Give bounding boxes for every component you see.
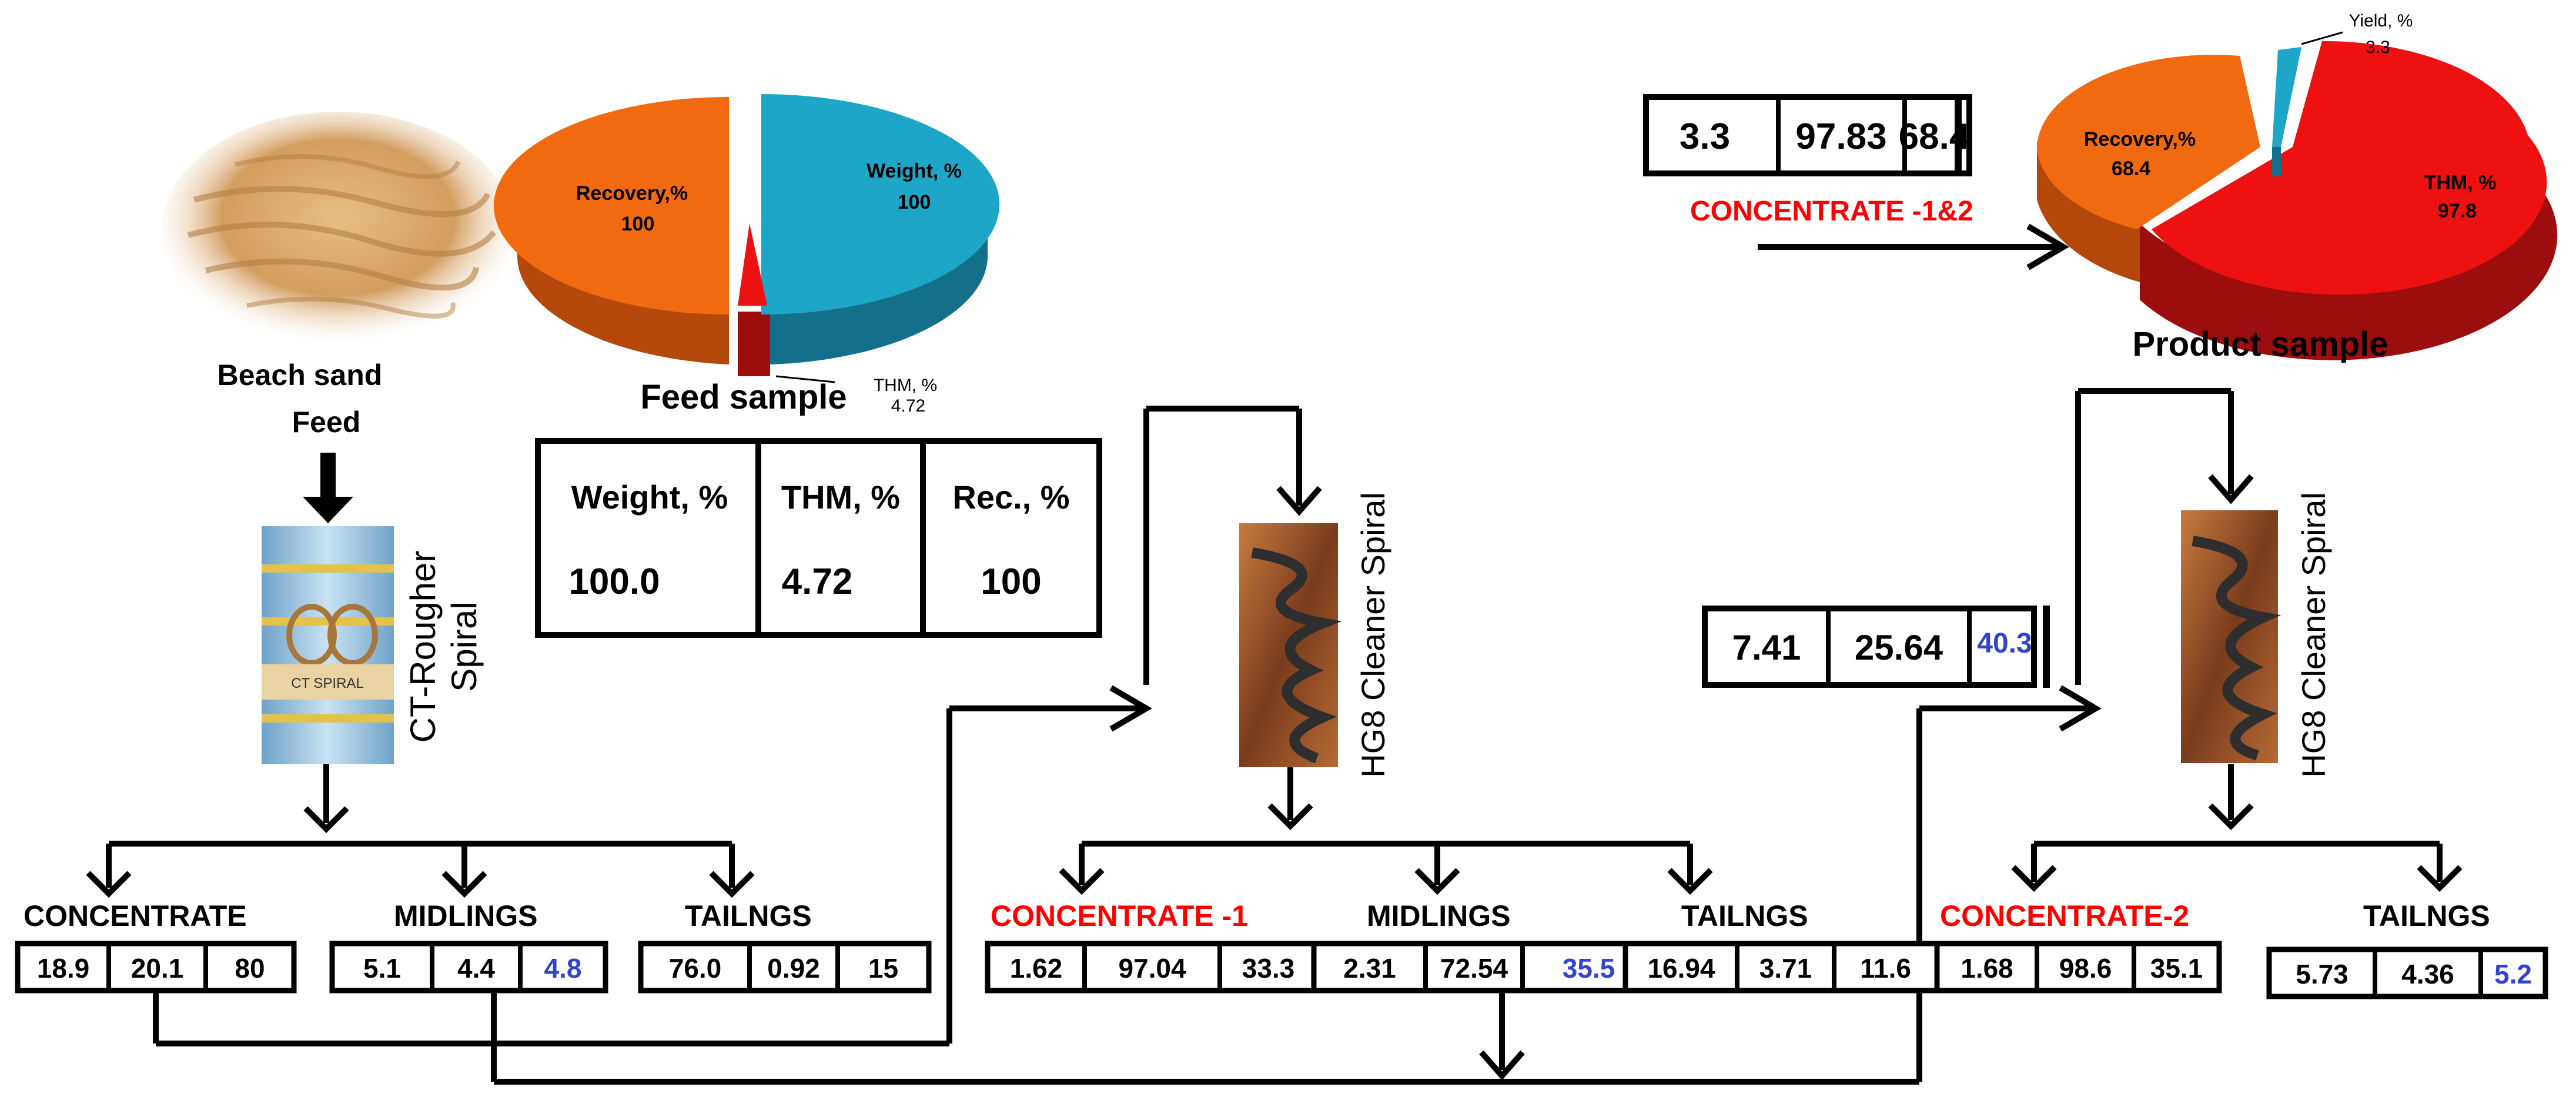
- cleaner1-spiral-photo: [1239, 523, 1342, 767]
- feed-pie-thm-slice: [738, 223, 767, 306]
- flow-lines: [86, 388, 2463, 1085]
- feed-table-header-thm: THM, %: [781, 479, 900, 516]
- feed-pie-chart: [494, 94, 1000, 376]
- cleaner1-midlings-values-box: [1311, 941, 1658, 994]
- product-pie-yield-value: 3.3: [2366, 38, 2390, 57]
- product-pie-recovery-slice: [2037, 55, 2260, 229]
- cleaner2-tailngs-value-2: 5.2: [2494, 959, 2532, 989]
- rougher-midlings-value-1: 4.4: [457, 953, 495, 984]
- cleaner1-title: HG8 Cleaner Spiral: [1354, 492, 1391, 778]
- product-value-thm: 97.83: [1795, 116, 1886, 157]
- cleaner1-concentrate-1-value-0: 1.62: [1010, 953, 1063, 984]
- feed-pie-recovery-side: [517, 206, 729, 364]
- rougher-tailngs-label: TAILNGS: [685, 899, 812, 932]
- cleaner1-concentrate-1-value-1: 97.04: [1118, 953, 1186, 984]
- product-concentrate-label: CONCENTRATE -1&2: [1690, 196, 1973, 227]
- cleaner1-tailngs-value-0: 16.94: [1647, 953, 1715, 984]
- feed-pie-weight-label: Weight, %: [867, 160, 962, 182]
- feed-pie-weight-side: [770, 206, 988, 364]
- cleaner1-concentrate-1-values-box: [985, 941, 1320, 994]
- product-arrow: [1758, 223, 2069, 270]
- product-value-yield: 3.3: [1680, 116, 1730, 157]
- product-pie-thm-label: THM, %: [2424, 172, 2497, 194]
- feed-pie-thm-side: [738, 312, 770, 376]
- cleaner2-spiral-photo: [2181, 510, 2281, 763]
- product-pie-thm-value: 97.8: [2438, 200, 2477, 222]
- cleaner2-feed-rec: 40.3: [1977, 628, 2032, 659]
- rougher-midlings-values-box: [329, 941, 608, 994]
- cleaner2-concentrate-2-value-2: 35.1: [2150, 953, 2203, 984]
- feed-pie-thm-label: THM, %: [874, 376, 937, 395]
- cleaner2-tailngs-label: TAILNGS: [2363, 899, 2490, 932]
- sand-photo: [162, 112, 514, 347]
- cleaner1-tailngs-values-box: [1622, 941, 1940, 994]
- cleaner1-tailngs-value-2: 11.6: [1860, 953, 1911, 984]
- cleaner2-feed-values-box: 7.41 25.64 40.3: [1702, 606, 2050, 688]
- rougher-tailngs-value-1: 0.92: [767, 953, 820, 984]
- cleaner1-midlings-value-2: 35.5: [1563, 953, 1615, 984]
- feed-table-header-rec: Rec., %: [952, 479, 1069, 516]
- rougher-midlings-value-2: 4.8: [544, 953, 582, 984]
- cleaner1-concentrate-1-label: CONCENTRATE -1: [991, 899, 1248, 932]
- feed-label-line1: Beach sand: [218, 359, 383, 392]
- rougher-title-line2: Spiral: [444, 601, 484, 691]
- feed-table-header-weight: Weight, %: [571, 479, 728, 516]
- rougher-title-line1: CT-Rougher: [403, 551, 443, 743]
- product-pie-yield-slice: [2272, 47, 2301, 147]
- cleaner2-concentrate-2-values-box: [1934, 941, 2222, 994]
- cleaner1-tailngs-value-1: 3.71: [1759, 953, 1812, 984]
- cleaner1-midlings-label: MIDLINGS: [1367, 899, 1510, 932]
- feed-pie-title: Feed sample: [640, 378, 847, 416]
- rougher-concentrate-value-0: 18.9: [37, 953, 90, 984]
- cleaner2-feed-thm: 25.64: [1855, 628, 1943, 667]
- product-pie-thm-slice: [2152, 41, 2547, 295]
- rougher-photo-text: CT SPIRAL: [291, 675, 364, 691]
- cleaner2-concentrate-2-value-1: 98.6: [2059, 953, 2112, 984]
- cleaner2-concentrate-2-label: CONCENTRATE-2: [1940, 899, 2189, 932]
- rougher-tailngs-values-box: [638, 941, 932, 994]
- rougher-tailngs-value-0: 76.0: [669, 953, 722, 984]
- rougher-concentrate-values-box: [15, 941, 297, 994]
- rougher-midlings-label: MIDLINGS: [394, 899, 537, 932]
- rougher-concentrate-value-1: 20.1: [131, 953, 184, 984]
- feed-table: Weight, % THM, % Rec., % 100.0 4.72 100: [535, 438, 1102, 638]
- cleaner2-tailngs-value-0: 5.73: [2296, 959, 2348, 989]
- product-pie-title: Product sample: [2132, 325, 2388, 363]
- cleaner1-midlings-value-1: 72.54: [1440, 953, 1508, 984]
- feed-table-value-thm: 4.72: [782, 561, 853, 602]
- feed-pie-recovery-value: 100: [621, 213, 655, 235]
- rougher-concentrate-value-2: 80: [235, 953, 265, 984]
- product-pie-recovery-value: 68.4: [2112, 158, 2150, 180]
- feed-pie-recovery-label: Recovery,%: [576, 182, 688, 205]
- cleaner1-tailngs-label: TAILNGS: [1681, 899, 1808, 932]
- feed-table-value-weight: 100.0: [568, 561, 660, 602]
- product-pie-chart: [2037, 41, 2558, 360]
- product-values-box: 3.3 97.83 68.4: [1643, 94, 1972, 176]
- rougher-tailngs-value-2: 15: [868, 953, 898, 984]
- feed-table-value-rec: 100: [981, 561, 1041, 602]
- output-streams: CONCENTRATE 18.9 20.1 80 MIDLINGS 5.1 4.4 4.8 TA…: [15, 899, 2548, 999]
- product-pie-recovery-label: Recovery,%: [2084, 128, 2196, 150]
- feed-pie-thm-value: 4.72: [891, 396, 925, 416]
- cleaner2-tailngs-values-box: [2266, 947, 2548, 999]
- cleaner1-midlings-value-0: 2.31: [1343, 953, 1396, 984]
- product-value-rec: 68.4: [1899, 116, 1970, 157]
- cleaner2-title: HG8 Cleaner Spiral: [2295, 492, 2332, 778]
- rougher-midlings-value-0: 5.1: [363, 953, 401, 984]
- rougher-concentrate-label: CONCENTRATE: [24, 899, 247, 932]
- cleaner2-concentrate-2-value-0: 1.68: [1961, 953, 2013, 984]
- feed-down-arrow: [303, 453, 353, 523]
- feed-pie-weight-value: 100: [898, 191, 931, 213]
- cleaner2-tailngs-value-1: 4.36: [2401, 959, 2454, 989]
- rougher-spiral-photo: CT SPIRAL: [262, 526, 394, 764]
- cleaner1-concentrate-1-value-2: 33.3: [1242, 953, 1295, 984]
- cleaner2-feed-weight: 7.41: [1732, 628, 1801, 667]
- product-pie-yield-label: Yield, %: [2349, 11, 2413, 31]
- feed-label-line2: Feed: [292, 406, 361, 439]
